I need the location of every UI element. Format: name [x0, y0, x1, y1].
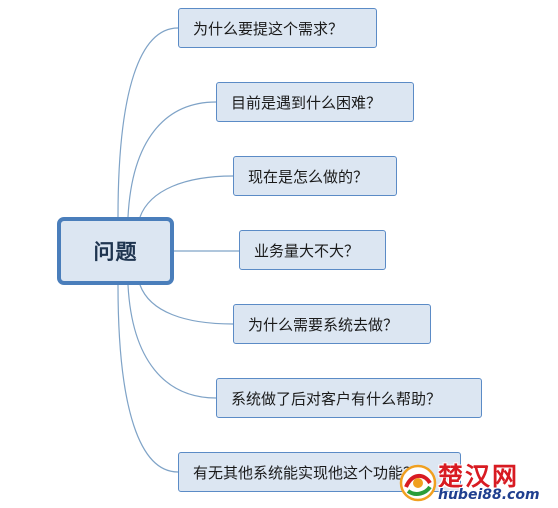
connector-branch-5: [139, 284, 234, 325]
connector-branch-1: [117, 27, 179, 218]
branch-node-current-difficulty[interactable]: 目前是遇到什么困难？: [216, 82, 414, 122]
site-logo-icon: [399, 464, 437, 502]
branch-node-label: 目前是遇到什么困难？: [231, 93, 382, 112]
root-node-label: 问题: [93, 240, 138, 264]
connector-branch-6: [127, 284, 217, 399]
branch-node-label: 系统做了后对客户有什么帮助？: [231, 389, 442, 408]
branch-node-current-method[interactable]: 现在是怎么做的？: [233, 156, 397, 196]
watermark-title: 楚汉网: [438, 462, 520, 491]
branch-node-label: 业务量大不大？: [254, 241, 360, 260]
root-node-question[interactable]: 问题: [57, 217, 174, 285]
branch-node-label: 有无其他系统能实现他这个功能？: [193, 463, 419, 482]
branch-node-customer-benefit[interactable]: 系统做了后对客户有什么帮助？: [216, 378, 482, 418]
connector-branch-7: [117, 284, 179, 473]
branch-node-label: 为什么需要系统去做？: [248, 315, 399, 334]
branch-node-business-volume[interactable]: 业务量大不大？: [239, 230, 386, 270]
branch-node-label: 为什么要提这个需求？: [193, 19, 344, 38]
watermark-url: hubei88.com: [438, 487, 540, 503]
watermark-logo: 楚汉网 hubei88.com: [398, 457, 558, 507]
branch-node-why-system[interactable]: 为什么需要系统去做？: [233, 304, 431, 344]
connector-branch-2: [127, 101, 217, 218]
connector-branch-3: [139, 175, 234, 218]
branch-node-why-requirement[interactable]: 为什么要提这个需求？: [178, 8, 377, 48]
branch-node-label: 现在是怎么做的？: [248, 167, 369, 186]
